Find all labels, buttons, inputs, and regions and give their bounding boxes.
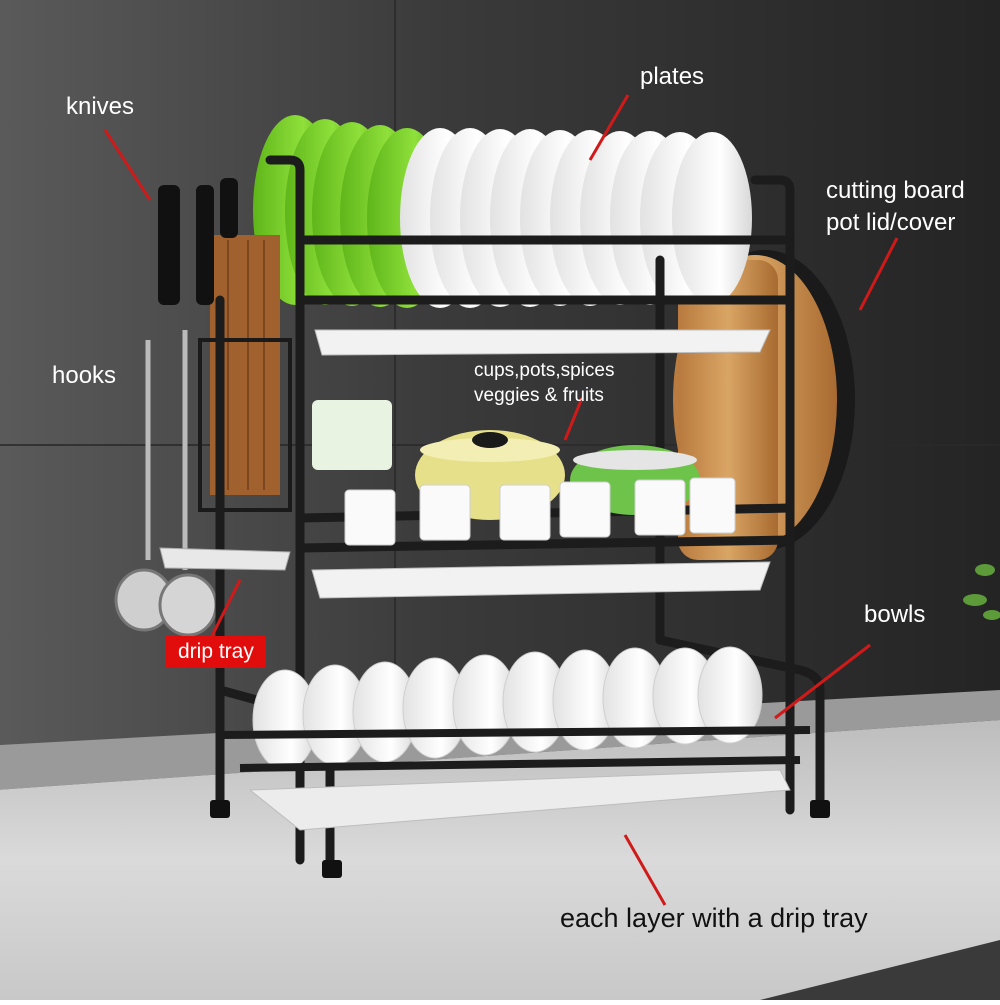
label-hooks: hooks xyxy=(52,362,117,389)
label-drip-tray: drip tray xyxy=(166,636,266,668)
label-knives: knives xyxy=(66,93,135,120)
annotation-lines xyxy=(103,94,899,906)
label-cutting-board: cutting board xyxy=(826,177,965,204)
label-pot-lid: pot lid/cover xyxy=(826,209,956,236)
label-each-layer-drip-tray: each layer with a drip tray xyxy=(560,903,868,933)
label-cups-pots-spices: cups,pots,spices xyxy=(474,360,615,381)
label-veggies-fruits: veggies & fruits xyxy=(474,385,604,406)
label-plates: plates xyxy=(640,63,705,90)
label-bowls: bowls xyxy=(864,601,926,628)
